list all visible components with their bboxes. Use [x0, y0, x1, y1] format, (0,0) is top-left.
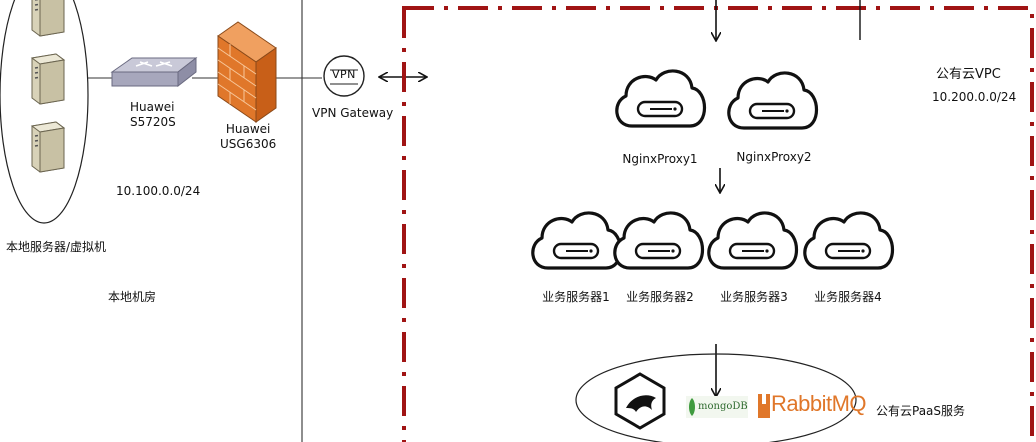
- cloud-server-icon: [707, 211, 799, 270]
- cloud-server-icon: [727, 71, 819, 130]
- switch-label: Huawei S5720S: [130, 100, 176, 130]
- switch-label-line2: S5720S: [130, 115, 176, 129]
- vpn-icon-text: VPN: [332, 68, 356, 81]
- vpc-title: 公有云VPC: [936, 67, 1001, 82]
- vpc-boundary: [402, 6, 1034, 442]
- firewall-label-line1: Huawei: [225, 122, 271, 136]
- firewall-icon: [217, 21, 277, 123]
- server-icon: [31, 0, 65, 37]
- rabbitmq-logo-text: RabbitMQ: [771, 391, 867, 416]
- cloud-server-icon: [803, 211, 895, 270]
- proxy-label: NginxProxy1: [622, 152, 698, 166]
- vpc-subnet: 10.200.0.0/24: [932, 90, 1017, 104]
- local-subnet: 10.100.0.0/24: [116, 184, 201, 198]
- cloud-server-icon: [531, 211, 623, 270]
- cloud-server-icon: [613, 211, 705, 270]
- local-room-caption: 本地机房: [108, 290, 157, 304]
- cloud-server-icon: [615, 69, 707, 128]
- business-server-label: 业务服务器2: [626, 290, 694, 304]
- switch-label-line1: Huawei: [130, 100, 175, 114]
- mysql-dolphin-icon: [614, 372, 666, 430]
- paas-caption: 公有云PaaS服务: [876, 404, 966, 418]
- rabbitmq-icon: [758, 394, 770, 418]
- business-server-label: 业务服务器4: [814, 290, 882, 304]
- switch-icon: [110, 56, 198, 88]
- business-server-label: 业务服务器1: [542, 290, 610, 304]
- server-icon: [31, 53, 65, 105]
- firewall-label: Huawei USG6306: [220, 122, 276, 152]
- local-servers-caption: 本地服务器/虚拟机: [6, 240, 107, 254]
- business-server-label: 业务服务器3: [720, 290, 788, 304]
- mongodb-logo-text: mongoDB: [698, 401, 748, 412]
- vpn-gateway-label: VPN Gateway: [312, 106, 394, 120]
- paas-group-ellipse: [575, 353, 857, 442]
- proxy-label: NginxProxy2: [736, 150, 812, 164]
- vpn-gateway-icon: [323, 55, 365, 97]
- server-icon: [31, 121, 65, 173]
- local-servers-group-ellipse: [0, 0, 89, 224]
- mongodb-leaf-icon: [686, 396, 748, 418]
- firewall-label-line2: USG6306: [220, 137, 277, 151]
